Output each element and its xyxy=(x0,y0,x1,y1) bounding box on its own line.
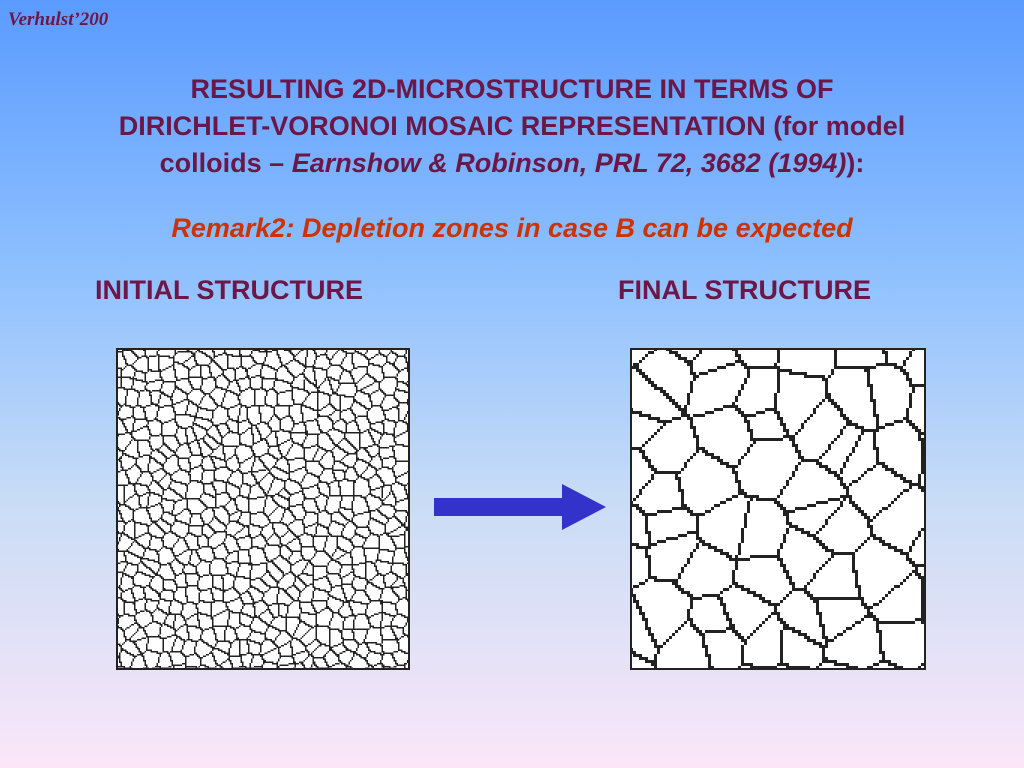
final-mosaic-drawing xyxy=(630,348,926,670)
caption-final-structure: FINAL STRUCTURE xyxy=(618,275,871,305)
title-line-3: colloids – Earnshow & Robinson, PRL 72, … xyxy=(0,145,1024,182)
caption-initial-structure: INITIAL STRUCTURE xyxy=(95,275,363,305)
mosaic-frame xyxy=(116,348,410,670)
slide-title: RESULTING 2D-MICROSTRUCTURE IN TERMS OF … xyxy=(0,71,1024,182)
corner-label: Verhulst’200 xyxy=(8,9,109,30)
final-structure-mosaic xyxy=(630,348,926,670)
mosaic-cell-boundaries xyxy=(116,348,410,670)
title-line-2: DIRICHLET-VORONOI MOSAIC REPRESENTATION … xyxy=(118,111,906,141)
remark-text: Remark2: Depletion zones in case B can b… xyxy=(171,213,853,243)
title-line-1: RESULTING 2D-MICROSTRUCTURE IN TERMS OF xyxy=(190,74,834,104)
title-line-3-suffix: ): xyxy=(846,148,865,178)
mosaic-frame xyxy=(630,348,926,670)
title-line-3-prefix: colloids – xyxy=(159,148,292,178)
initial-structure-mosaic xyxy=(116,348,410,670)
right-arrow-icon xyxy=(434,484,606,530)
initial-mosaic-drawing xyxy=(116,348,410,670)
mosaic-cell-boundaries xyxy=(630,348,926,670)
title-citation: Earnshow & Robinson, PRL 72, 3682 (1994) xyxy=(291,148,847,178)
